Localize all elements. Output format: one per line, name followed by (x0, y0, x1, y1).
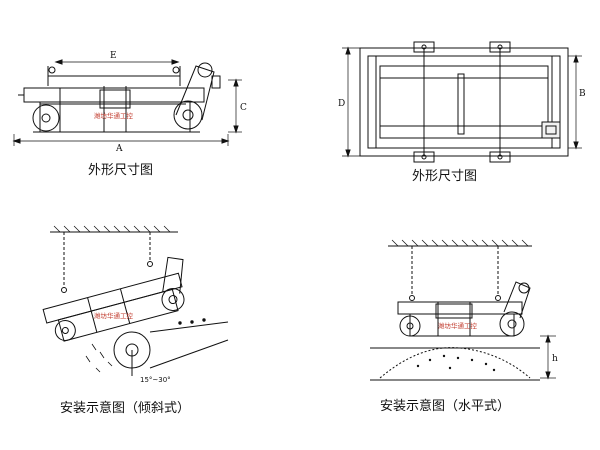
caption-top-view: 外形尺寸图 (412, 169, 477, 184)
side-view-drawing (14, 60, 242, 146)
angle-label: 15°~30° (140, 376, 171, 384)
caption-inclined-installation: 安装示意图（倾斜式） (60, 400, 190, 416)
top-view-drawing (342, 42, 582, 162)
dimension-a-label: A (115, 144, 123, 154)
watermark-horizontal: 潍坊华通工控 (438, 321, 478, 330)
dimension-d-label: D (338, 99, 345, 109)
dimension-h-label: h (552, 354, 558, 364)
dimension-e-label: E (110, 51, 117, 61)
watermark-side-view: 潍坊华通工控 (94, 111, 134, 120)
watermark-inclined: 潍坊华通工控 (94, 311, 134, 320)
caption-horizontal-installation: 安装示意图（水平式） (380, 398, 510, 414)
inclined-installation-drawing (38, 226, 228, 376)
dimension-b-label: B (579, 89, 586, 99)
caption-side-view: 外形尺寸图 (88, 163, 153, 178)
horizontal-installation-drawing (370, 240, 556, 380)
dimension-c-label: C (240, 103, 247, 113)
